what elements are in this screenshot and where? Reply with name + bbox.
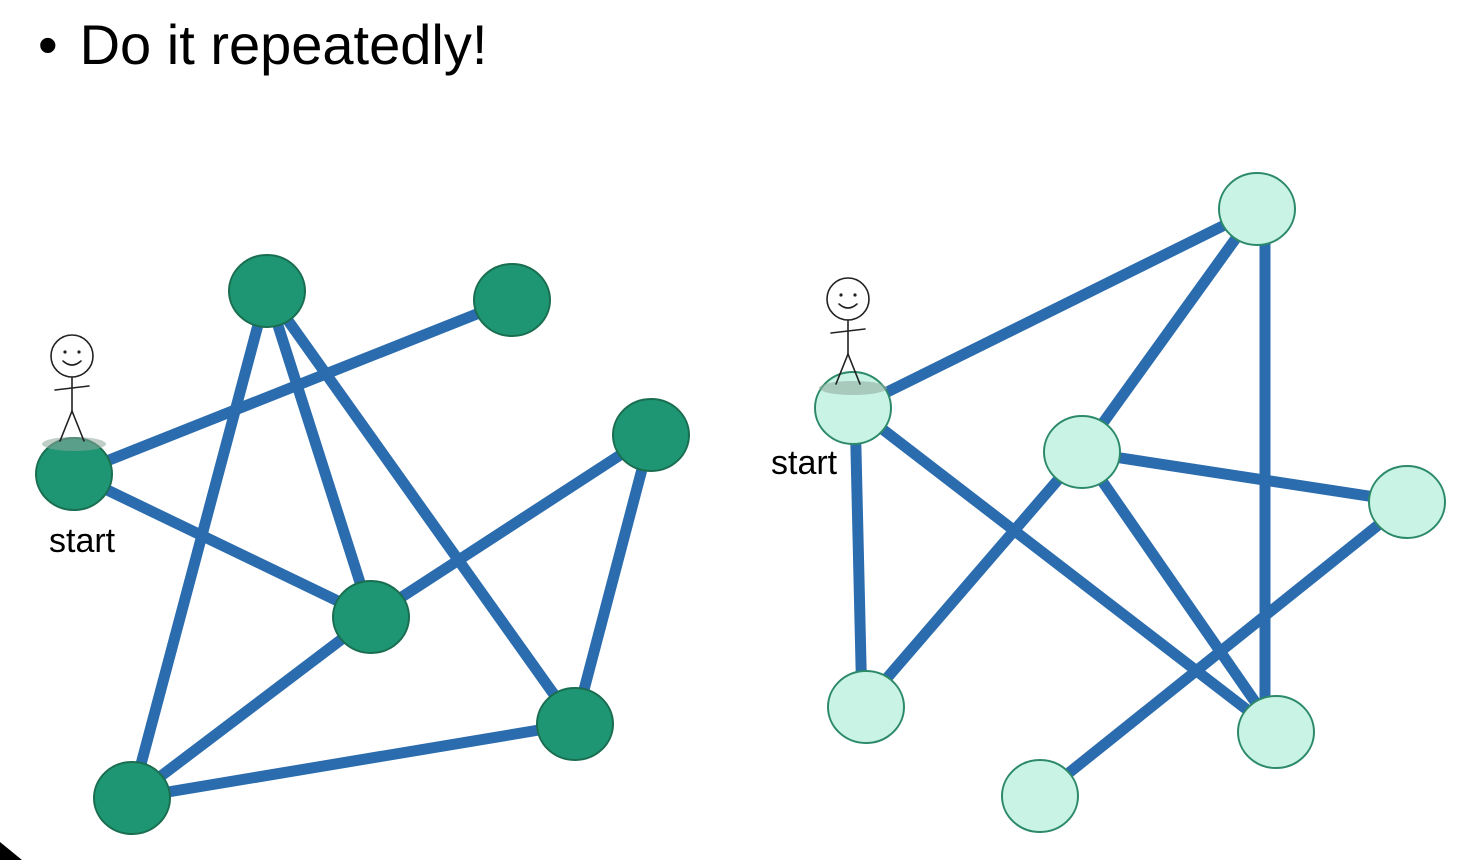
edge — [126, 285, 273, 804]
edge — [1076, 446, 1282, 738]
start-label: start — [49, 522, 116, 560]
graph-node — [1237, 695, 1315, 769]
edge — [849, 402, 1282, 738]
graph-node — [827, 670, 905, 744]
graph-node — [93, 761, 171, 835]
figure-shadow — [42, 437, 106, 451]
bullet-dot-icon: • — [38, 13, 58, 76]
edge — [126, 611, 377, 804]
edge — [569, 429, 657, 730]
graph-node — [536, 687, 614, 761]
edge — [68, 468, 377, 623]
right-graph: start — [771, 172, 1446, 833]
edge — [261, 285, 377, 623]
edge — [856, 446, 1088, 713]
edge — [261, 285, 581, 730]
stick-figure-icon — [50, 334, 94, 442]
figure-shadow — [819, 381, 887, 395]
left-nodes — [35, 254, 690, 835]
graph-node — [612, 398, 690, 472]
bullet-text: Do it repeatedly! — [79, 13, 488, 76]
left-edges — [68, 285, 657, 804]
edge — [1034, 496, 1413, 802]
edge — [1076, 446, 1413, 508]
graph-node — [1218, 172, 1296, 246]
graph-node — [1001, 759, 1079, 833]
graph-node — [473, 263, 551, 337]
edge — [849, 203, 1263, 414]
edge — [365, 429, 657, 623]
right-edges — [849, 203, 1413, 802]
bullet-item: • Do it repeatedly! — [38, 10, 487, 80]
edge — [849, 402, 868, 713]
graph-node — [1043, 415, 1121, 489]
stick-figure-icon — [826, 277, 870, 385]
right-nodes — [814, 172, 1446, 833]
graph-node — [332, 580, 410, 654]
corner-triangle-icon — [0, 842, 22, 860]
left-graph: start — [35, 254, 690, 835]
start-label: start — [771, 444, 838, 482]
graph-node — [228, 254, 306, 328]
graph-node — [1368, 465, 1446, 539]
edge — [126, 718, 581, 804]
edge — [1076, 203, 1263, 458]
